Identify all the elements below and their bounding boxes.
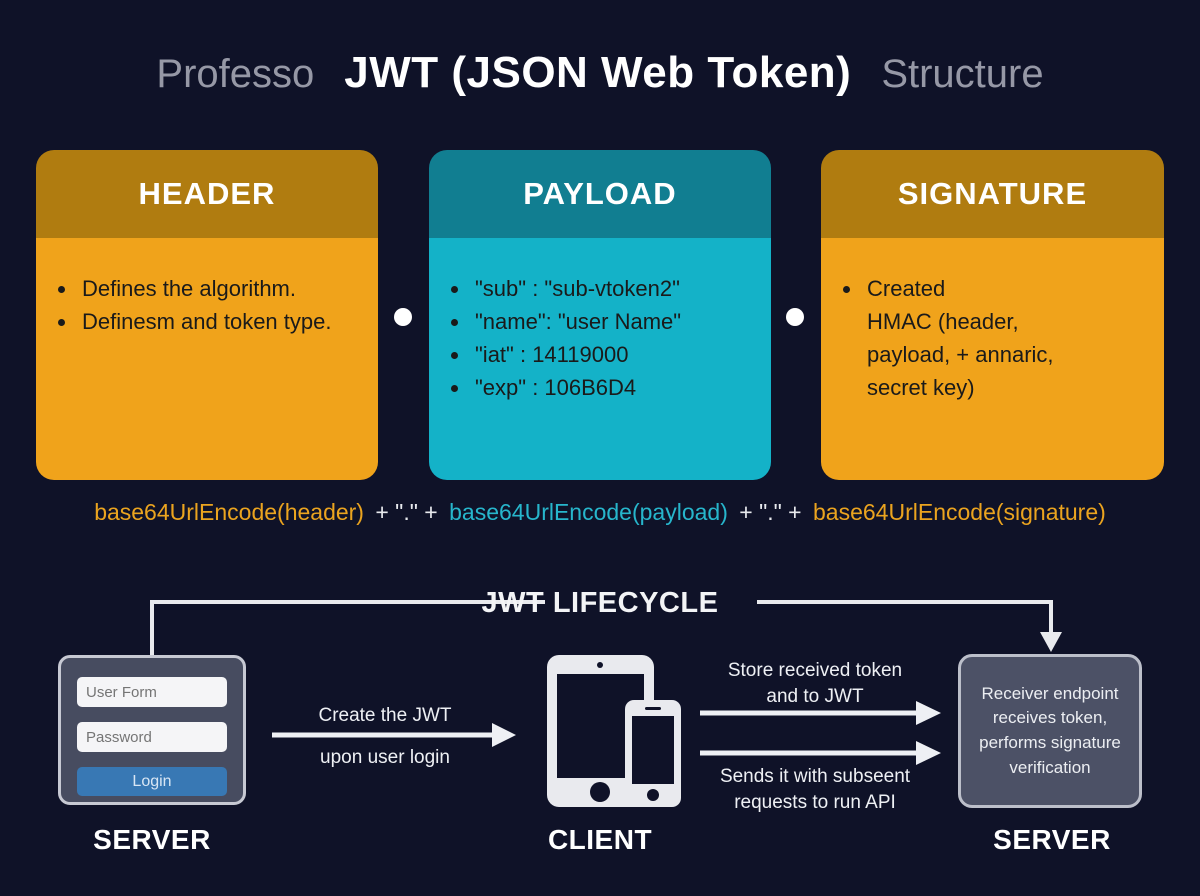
payload-card: PAYLOAD "sub" : "sub-vtoken2" "name": "u… [429, 150, 771, 480]
phone-icon [625, 700, 681, 807]
separator-dot [786, 308, 804, 326]
formula-signature-segment: base64UrlEncode(signature) [813, 499, 1106, 525]
username-input[interactable] [77, 677, 227, 707]
formula-plus-segment: + "." + [375, 499, 438, 525]
payload-bullet: "exp" : 106B6D4 [471, 371, 753, 404]
signature-bullet: Created HMAC (header, payload, + annaric… [863, 272, 1107, 404]
signature-card-title: SIGNATURE [897, 176, 1088, 211]
base64-formula: base64UrlEncode(header) + "." + base64Ur… [0, 499, 1200, 526]
formula-header-segment: base64UrlEncode(header) [94, 499, 364, 525]
header-bullet: Definesm and token type. [78, 305, 360, 338]
server-right-label: SERVER [993, 824, 1111, 855]
password-input[interactable] [77, 722, 227, 752]
lifecycle-title: JWT LIFECYCLE [481, 587, 719, 619]
header-card-title-bar: HEADER [36, 150, 378, 238]
separator-dot [394, 308, 412, 326]
formula-payload-segment: base64UrlEncode(payload) [449, 499, 728, 525]
payload-bullet: "name": "user Name" [471, 305, 753, 338]
payload-card-body: "sub" : "sub-vtoken2" "name": "user Name… [429, 238, 771, 480]
page-title: Professo JWT (JSON Web Token) Structure [0, 48, 1200, 98]
signature-card-title-bar: SIGNATURE [821, 150, 1164, 238]
login-button[interactable]: Login [77, 767, 227, 796]
signature-card: SIGNATURE Created HMAC (header, payload,… [821, 150, 1164, 480]
send-requests-arrow [700, 741, 941, 765]
header-card: HEADER Defines the algorithm. Definesm a… [36, 150, 378, 480]
formula-plus-segment: + "." + [739, 499, 802, 525]
store-token-label: Store received token and to JWT [727, 660, 903, 707]
send-requests-label: Sends it with subseent requests to run A… [719, 766, 911, 813]
login-form: Login [58, 655, 246, 805]
title-main: JWT (JSON Web Token) [344, 48, 852, 97]
header-card-title: HEADER [138, 176, 276, 211]
create-jwt-label-line1: Create the JWT [318, 705, 452, 726]
receiver-endpoint-box: Receiver endpoint receives token, perfor… [958, 654, 1142, 808]
header-bullet: Defines the algorithm. [78, 272, 360, 305]
title-prefix: Professo [156, 52, 315, 96]
payload-card-title-bar: PAYLOAD [429, 150, 771, 238]
create-jwt-label-line2: upon user login [320, 747, 450, 768]
header-card-body: Defines the algorithm. Definesm and toke… [36, 238, 378, 480]
client-label: CLIENT [547, 824, 653, 855]
payload-bullet: "sub" : "sub-vtoken2" [471, 272, 753, 305]
title-suffix: Structure [881, 52, 1044, 96]
bracket-arrow-right [757, 600, 1062, 652]
receiver-endpoint-text: Receiver endpoint receives token, perfor… [979, 683, 1121, 777]
tablet-icon [547, 655, 654, 807]
payload-bullet: "iat" : 14119000 [471, 338, 753, 371]
signature-card-body: Created HMAC (header, payload, + annaric… [821, 238, 1164, 480]
payload-card-title: PAYLOAD [523, 176, 677, 211]
server-left-label: SERVER [93, 824, 211, 855]
